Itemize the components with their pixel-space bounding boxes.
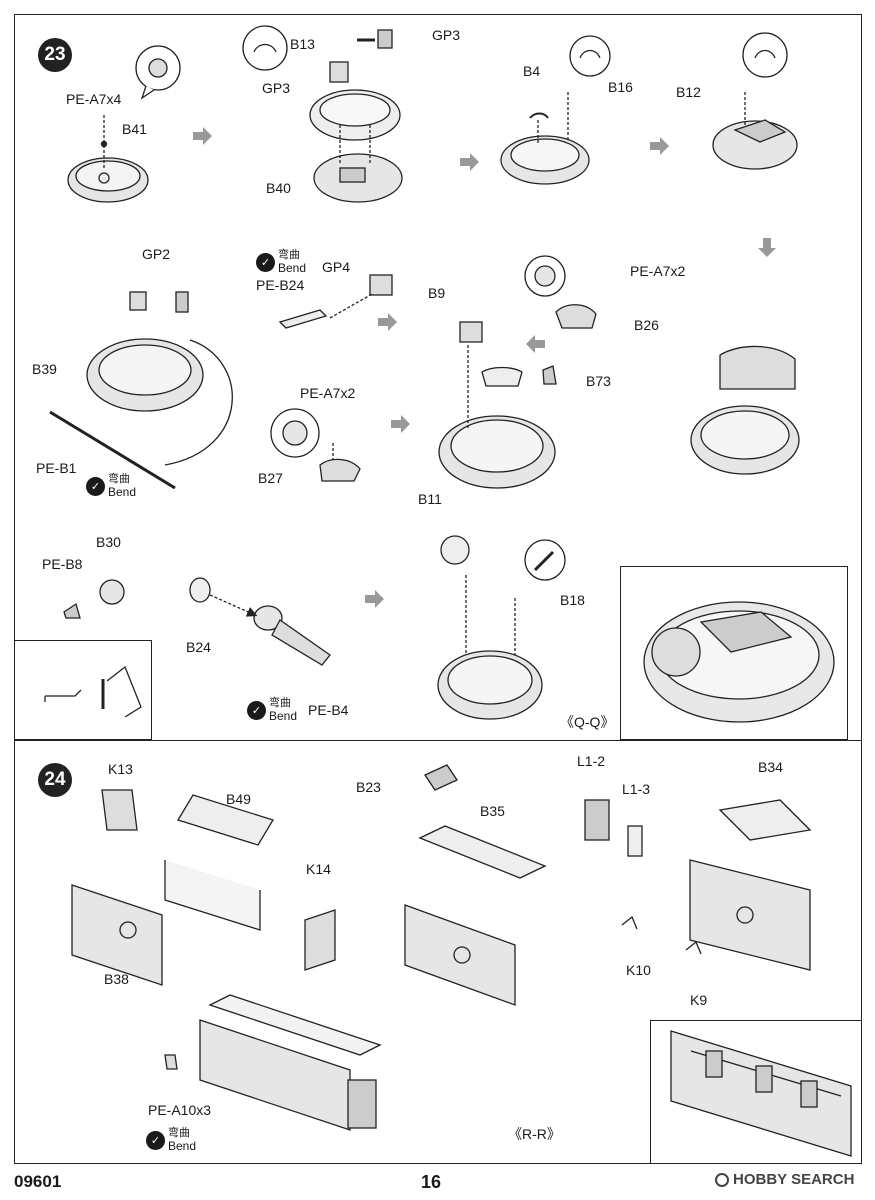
- label-b11: B11: [418, 491, 442, 507]
- label-k13: K13: [108, 761, 133, 777]
- turret-ring-complete-drawing: [690, 345, 800, 475]
- bend-en: Bend: [278, 260, 307, 275]
- label-b12: B12: [676, 84, 701, 100]
- label-b39: B39: [32, 361, 57, 377]
- label-b41: B41: [122, 121, 147, 137]
- inset-rr-drawing: [670, 1030, 852, 1157]
- callout-bubble-1: [135, 45, 181, 100]
- label-b38: B38: [104, 971, 129, 987]
- hatch-b41-drawing: [67, 115, 149, 203]
- label-b73: B73: [586, 373, 611, 389]
- bend-cn: 弯曲: [108, 473, 130, 485]
- label-l1-2: L1-2: [577, 753, 606, 769]
- label-l1-3: L1-3: [622, 781, 651, 797]
- bend-icon: ✓: [146, 1130, 165, 1150]
- label-pe-b1: PE-B1: [36, 460, 77, 476]
- label-gp4: GP4: [322, 259, 351, 275]
- watermark-text: HOBBY SEARCH: [733, 1171, 855, 1188]
- turret-ring-b39-drawing: [49, 291, 233, 490]
- label-gp2: GP2: [142, 246, 171, 262]
- label-b35: B35: [480, 803, 505, 819]
- product-code: 09601: [14, 1172, 62, 1191]
- label-pe-b8: PE-B8: [42, 556, 83, 572]
- label-k14: K14: [306, 861, 331, 877]
- label-b9: B9: [428, 285, 446, 301]
- bend-cn: 弯曲: [168, 1127, 190, 1139]
- label-gp3-top: GP3: [432, 27, 461, 43]
- bend-cn: 弯曲: [278, 249, 300, 261]
- label-pe-a7x4: PE-A7x4: [66, 91, 122, 107]
- label-pe-b24: PE-B24: [256, 277, 305, 293]
- label-gp3-left: GP3: [262, 80, 291, 96]
- flow-arrows: [193, 127, 776, 608]
- label-b18: B18: [560, 592, 585, 608]
- step-24-badge: 24: [38, 763, 72, 797]
- instruction-frame: [14, 14, 862, 1164]
- step-divider: [14, 740, 862, 741]
- label-pe-a7x2-right: PE-A7x2: [630, 263, 686, 279]
- inset-ring-drawing: [643, 601, 835, 723]
- label-b24: B24: [186, 639, 211, 655]
- inset-bend-drawing: [44, 665, 142, 718]
- label-b23: B23: [356, 779, 381, 795]
- label-b27: B27: [258, 470, 283, 486]
- inset-detail-bend-bottom-left: [14, 640, 152, 740]
- bend-icon: ✓: [86, 476, 105, 496]
- label-view-qq: 《Q-Q》: [560, 714, 615, 730]
- label-b16: B16: [608, 79, 633, 95]
- hatch-b12-drawing: [712, 32, 798, 170]
- label-k10: K10: [626, 962, 651, 978]
- label-b30: B30: [96, 534, 121, 550]
- turret-ring-assembly-drawing: [438, 255, 597, 489]
- hatch-b40-drawing: [242, 25, 403, 203]
- label-pe-a10x3: PE-A10x3: [148, 1102, 212, 1118]
- inset-detail-photo-top-right: [620, 566, 848, 740]
- label-k9: K9: [690, 992, 708, 1008]
- label-pe-a7x2-mid: PE-A7x2: [300, 385, 356, 401]
- bend-en: Bend: [269, 708, 298, 723]
- inset-detail-rr: [650, 1020, 862, 1164]
- bend-cn: 弯曲: [269, 697, 291, 709]
- label-b49: B49: [226, 791, 251, 807]
- stowage-box-assembled-drawing: [164, 994, 382, 1131]
- bracket-b9-drawing: [278, 274, 393, 329]
- bend-icon: ✓: [247, 700, 266, 720]
- stowage-box-b34-drawing: [584, 799, 812, 971]
- page-number: 16: [421, 1172, 442, 1192]
- watermark-logo-icon: [715, 1172, 729, 1187]
- step-23-badge: 23: [38, 38, 72, 72]
- ring-with-periscope-drawing: [437, 535, 566, 720]
- bend-en: Bend: [168, 1138, 197, 1153]
- label-b4: B4: [523, 63, 541, 79]
- stowage-box-b49-drawing: [71, 789, 336, 986]
- hatch-b4-drawing: [500, 35, 611, 185]
- stowage-box-b35-drawing: [404, 764, 547, 1006]
- label-b40: B40: [266, 180, 291, 196]
- part-b27-drawing: [270, 408, 361, 482]
- label-pe-b4: PE-B4: [308, 702, 349, 718]
- periscope-parts-drawing: [63, 577, 331, 666]
- label-b34: B34: [758, 759, 783, 775]
- label-b13: B13: [290, 36, 315, 52]
- watermark: HOBBY SEARCH: [715, 1171, 854, 1188]
- bend-icon: ✓: [256, 252, 275, 272]
- label-view-rr: 《R-R》: [508, 1126, 561, 1142]
- label-b26: B26: [634, 317, 659, 333]
- bend-en: Bend: [108, 484, 137, 499]
